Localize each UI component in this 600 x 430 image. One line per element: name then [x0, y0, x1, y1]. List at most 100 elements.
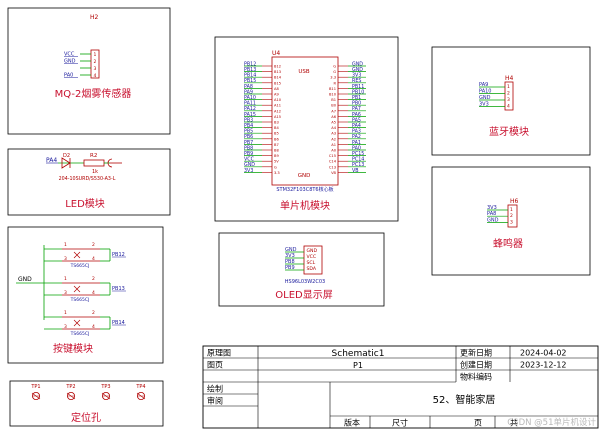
- tb-create-label: 创建日期: [460, 360, 492, 370]
- oled-pin-name: SCL: [307, 260, 316, 266]
- mcu-right-pin-name: A3: [331, 132, 336, 136]
- tb-page-value: P1: [353, 361, 363, 370]
- mcu-right-net-label: PA2: [352, 134, 361, 140]
- mcu-left-net-label: PB3: [244, 117, 253, 123]
- mcu-left-pin-name: 3.3: [274, 171, 280, 175]
- hole-designator: TP3: [100, 384, 110, 390]
- oled-net-label: 3V3: [285, 253, 295, 259]
- mcu-left-net-label: PB13: [244, 67, 256, 73]
- mcu-right-net-label: PA5: [352, 117, 361, 123]
- mcu-right-pin-name: B11: [329, 87, 336, 91]
- key-pin-number: 3: [64, 290, 67, 296]
- led-diode-designator: D2: [63, 153, 70, 159]
- key-pin-number: 2: [92, 276, 95, 282]
- keys-gnd-label: GND: [18, 276, 32, 283]
- mcu-right-pin-name: A4: [331, 126, 336, 130]
- tb-review-label: 审阅: [207, 396, 223, 406]
- mcu-right-net-label: PB0: [352, 101, 361, 107]
- mcu-right-pin-name: 3.3: [330, 76, 336, 80]
- oled-net-label: GND: [285, 247, 297, 253]
- led-gnd-icon: [107, 158, 113, 168]
- led-diode-icon: [61, 157, 71, 169]
- mcu-title: 单片机模块: [280, 199, 330, 212]
- key-net-label: PB14: [112, 320, 125, 326]
- tb-schematic-label: 原理图: [207, 349, 231, 358]
- mcu-right-pin-name: C13: [329, 165, 336, 169]
- bluetooth-pin-number: 4: [507, 104, 510, 110]
- mcu-right-pin-name: A1: [331, 143, 336, 147]
- mcu-right-pin-name: A7: [331, 109, 336, 113]
- tb-create-value: 2023-12-12: [520, 361, 567, 370]
- key-pin-number: 4: [92, 290, 95, 296]
- mcu-left-net-label: PA10: [244, 95, 256, 101]
- buzzer-net-label: PA8: [487, 211, 496, 217]
- mcu-designator: U4: [272, 50, 280, 57]
- key-pin-number: 3: [64, 324, 67, 330]
- mcu-left-pin-name: B12: [274, 65, 281, 69]
- mcu-right-net-label: RES: [352, 78, 361, 84]
- mcu-left-net-label: PA15: [244, 112, 256, 118]
- mcu-left-net-label: PA11: [244, 101, 256, 107]
- mcu-part-number: STM32F103C8T6核心板: [276, 186, 333, 193]
- mcu-right-net-label: GND: [352, 61, 363, 67]
- hole-mark: [136, 392, 146, 400]
- hole-designator: TP1: [30, 384, 40, 390]
- key-pin-number: 3: [64, 256, 67, 262]
- led-title: LED模块: [65, 198, 105, 210]
- mcu-left-pin-name: B8: [274, 149, 279, 153]
- bluetooth-pin-number: 2: [507, 91, 510, 97]
- bluetooth-net-label: GND: [479, 95, 491, 101]
- key-part-number: TS665CJ: [70, 263, 90, 269]
- mcu-left-pin-name: B14: [274, 76, 282, 80]
- mcu-left-pin-name: B7: [274, 143, 279, 147]
- mq2-net-label: VCC: [64, 52, 75, 58]
- tb-update-value: 2024-04-02: [520, 349, 567, 358]
- bluetooth-designator: H4: [505, 75, 514, 82]
- mq2-designator: H2: [90, 14, 99, 21]
- mcu-left-net-label: VCC: [244, 157, 255, 163]
- buzzer-designator: H6: [510, 198, 519, 205]
- mcu-left-pin-name: A11: [274, 104, 281, 108]
- led-resistor-designator: R2: [90, 153, 97, 159]
- mcu-left-net-label: PA12: [244, 106, 256, 112]
- key-pin-number: 1: [64, 276, 67, 282]
- oled-net-label: PB8: [285, 259, 295, 265]
- key-net-label: PB12: [112, 252, 125, 258]
- tb-project-name: 52、智能家居: [433, 393, 496, 406]
- push-button-icon: [73, 251, 81, 259]
- bluetooth-net-label: PA10: [479, 89, 491, 95]
- tb-version-label: 版本: [344, 418, 360, 428]
- mcu-left-net-label: 3V3: [244, 168, 253, 174]
- key-net-label: PB13: [112, 286, 125, 292]
- mcu-right-pin-name: B10: [329, 93, 337, 97]
- buzzer-pin-number: 1: [510, 207, 513, 213]
- led-module: PA4 R2 1k D2 204-10SURD/S530-A3-L LED模块: [7, 148, 171, 216]
- mcu-left-net-label: PB15: [244, 78, 256, 84]
- mcu-left-net-label: PA8: [244, 84, 253, 90]
- led-resistor-value: 1k: [92, 169, 98, 175]
- mcu-right-pin-name: A2: [331, 137, 336, 141]
- mcu-left-pin-name: G: [274, 165, 277, 169]
- key-pin-number: 4: [92, 256, 95, 262]
- mcu-right-net-label: PB11: [352, 84, 364, 90]
- mq2-pin-number: 3: [94, 66, 97, 72]
- mcu-left-pin-name: B4: [274, 126, 279, 130]
- key-pin-number: 2: [92, 242, 95, 248]
- mcu-left-net-label: PB4: [244, 123, 253, 129]
- mq2-net-label: PA0: [64, 73, 73, 79]
- mcu-left-pin-name: A9: [274, 93, 279, 97]
- tb-size-label: 尺寸: [392, 418, 408, 428]
- mcu-left-pin-name: A12: [274, 109, 281, 113]
- hole-designator: TP2: [65, 384, 75, 390]
- mcu-right-pin-name: C14: [329, 160, 337, 164]
- buzzer-pin-number: 3: [510, 219, 513, 225]
- mcu-usb-label: USB: [298, 69, 310, 75]
- mq2-pin-number: 4: [94, 73, 97, 79]
- tb-of-label: 共: [510, 419, 518, 428]
- tb-material-label: 物料编码: [460, 372, 492, 382]
